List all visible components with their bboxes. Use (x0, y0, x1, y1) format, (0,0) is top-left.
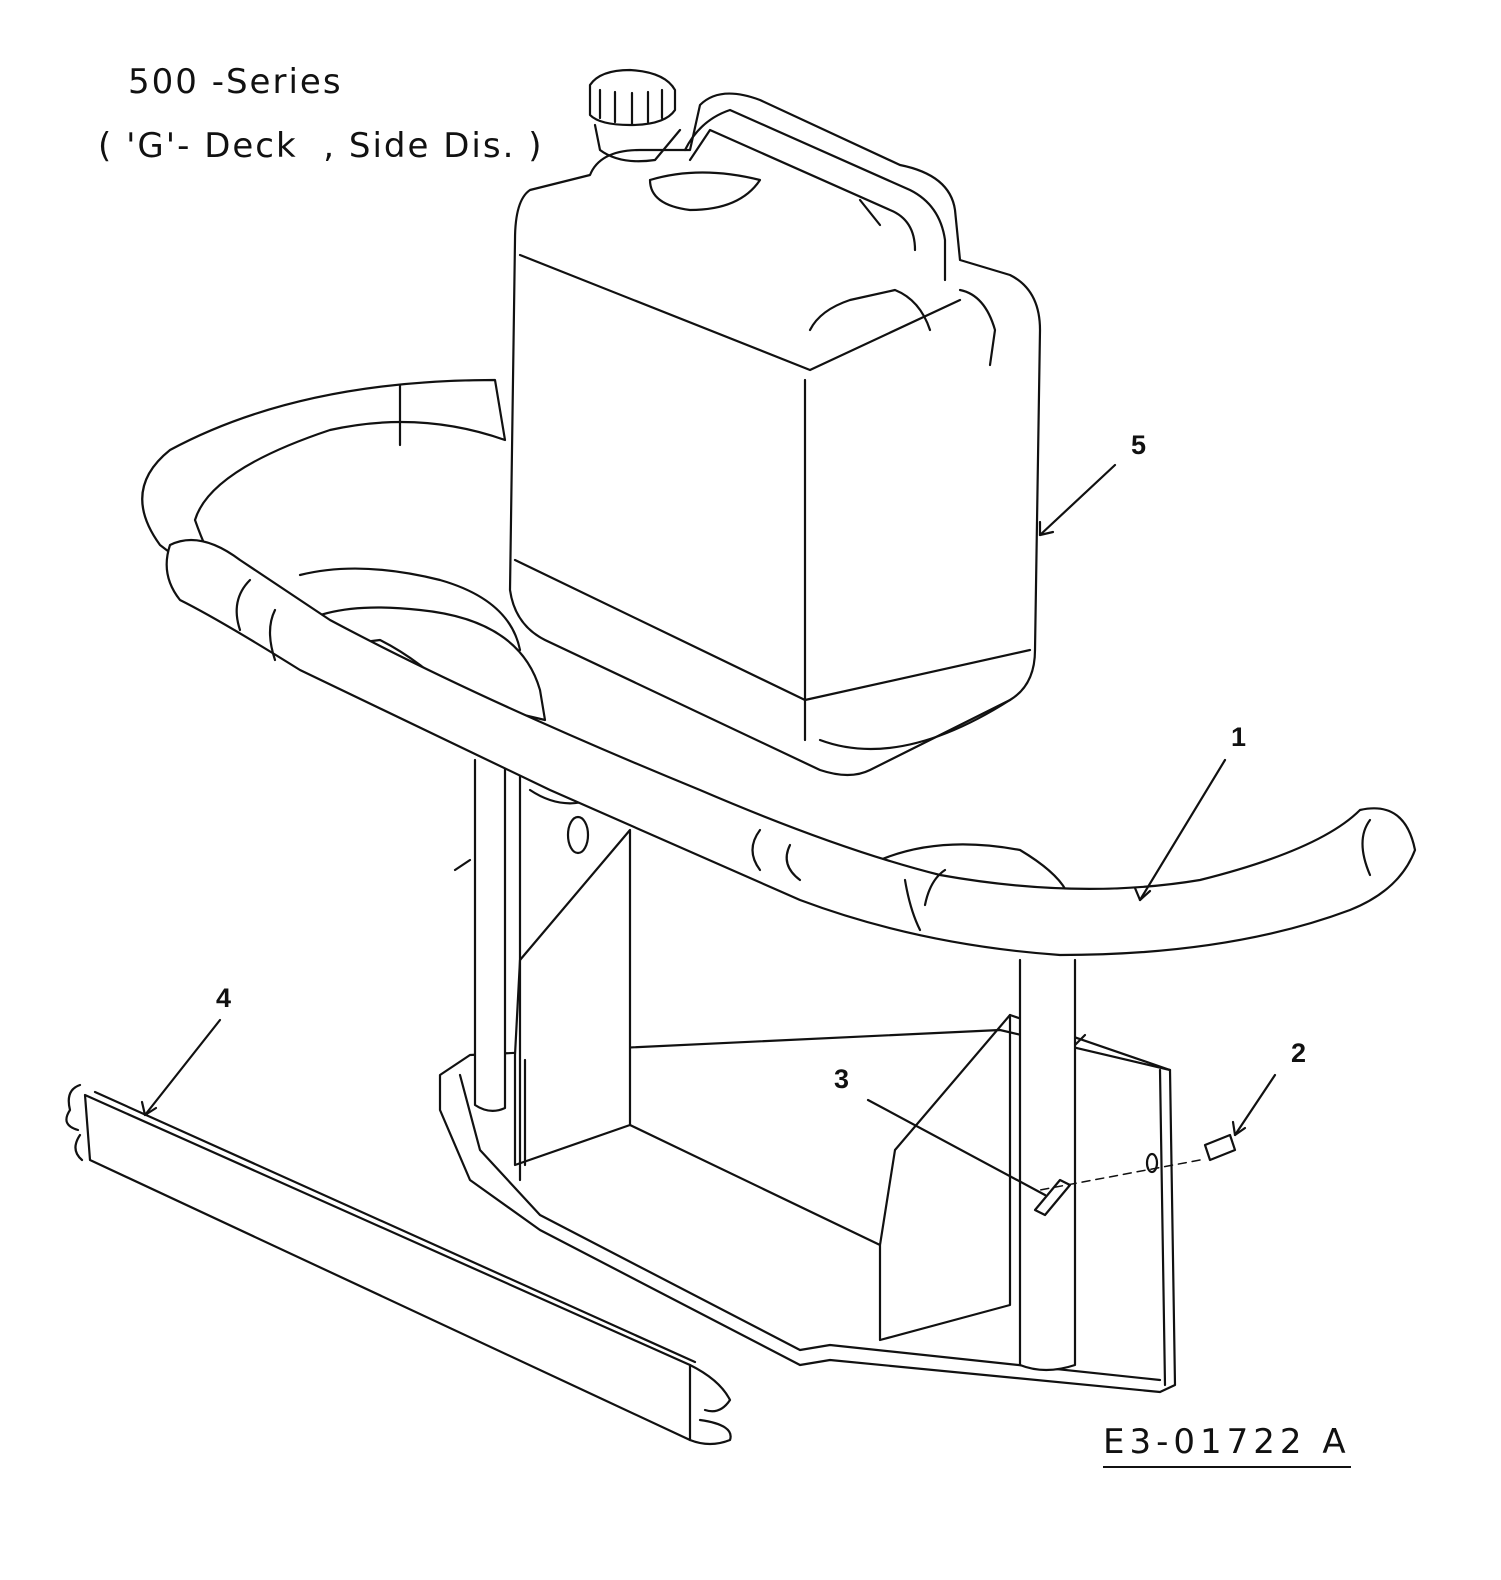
callout-4: 4 (216, 983, 232, 1013)
carrier-tray (438, 828, 1177, 1394)
arrow-4 (140, 1100, 158, 1117)
strap (65, 1083, 732, 1446)
leader-3 (866, 1098, 1047, 1197)
support-posts (453, 758, 1077, 1372)
hardware (1033, 1133, 1237, 1217)
arrow-2 (1231, 1120, 1247, 1137)
callout-5: 5 (1131, 430, 1147, 460)
diagram-subtitle: ( 'G'- Deck , Side Dis. ) (98, 126, 544, 166)
arrow-1 (1133, 886, 1152, 902)
diagram-title: 500 -Series (128, 62, 343, 102)
washer-part (1145, 1152, 1159, 1174)
arrow-5 (1038, 520, 1055, 537)
callout-2: 2 (1291, 1038, 1307, 1068)
leader-2 (1233, 1073, 1277, 1137)
frame-tube (141, 378, 1072, 907)
callout-3: 3 (834, 1064, 850, 1094)
pin-part (1203, 1133, 1237, 1162)
leader-lines (140, 463, 1277, 1197)
leader-5 (1038, 463, 1117, 537)
drawing-id-label: E3-01722 A (1103, 1422, 1351, 1468)
bumper-bar (165, 538, 1417, 957)
leader-1 (1138, 758, 1227, 902)
leader-4 (143, 1018, 222, 1117)
fuel-can (508, 68, 1042, 777)
clip-part (1033, 1178, 1072, 1217)
callout-1: 1 (1231, 722, 1247, 752)
